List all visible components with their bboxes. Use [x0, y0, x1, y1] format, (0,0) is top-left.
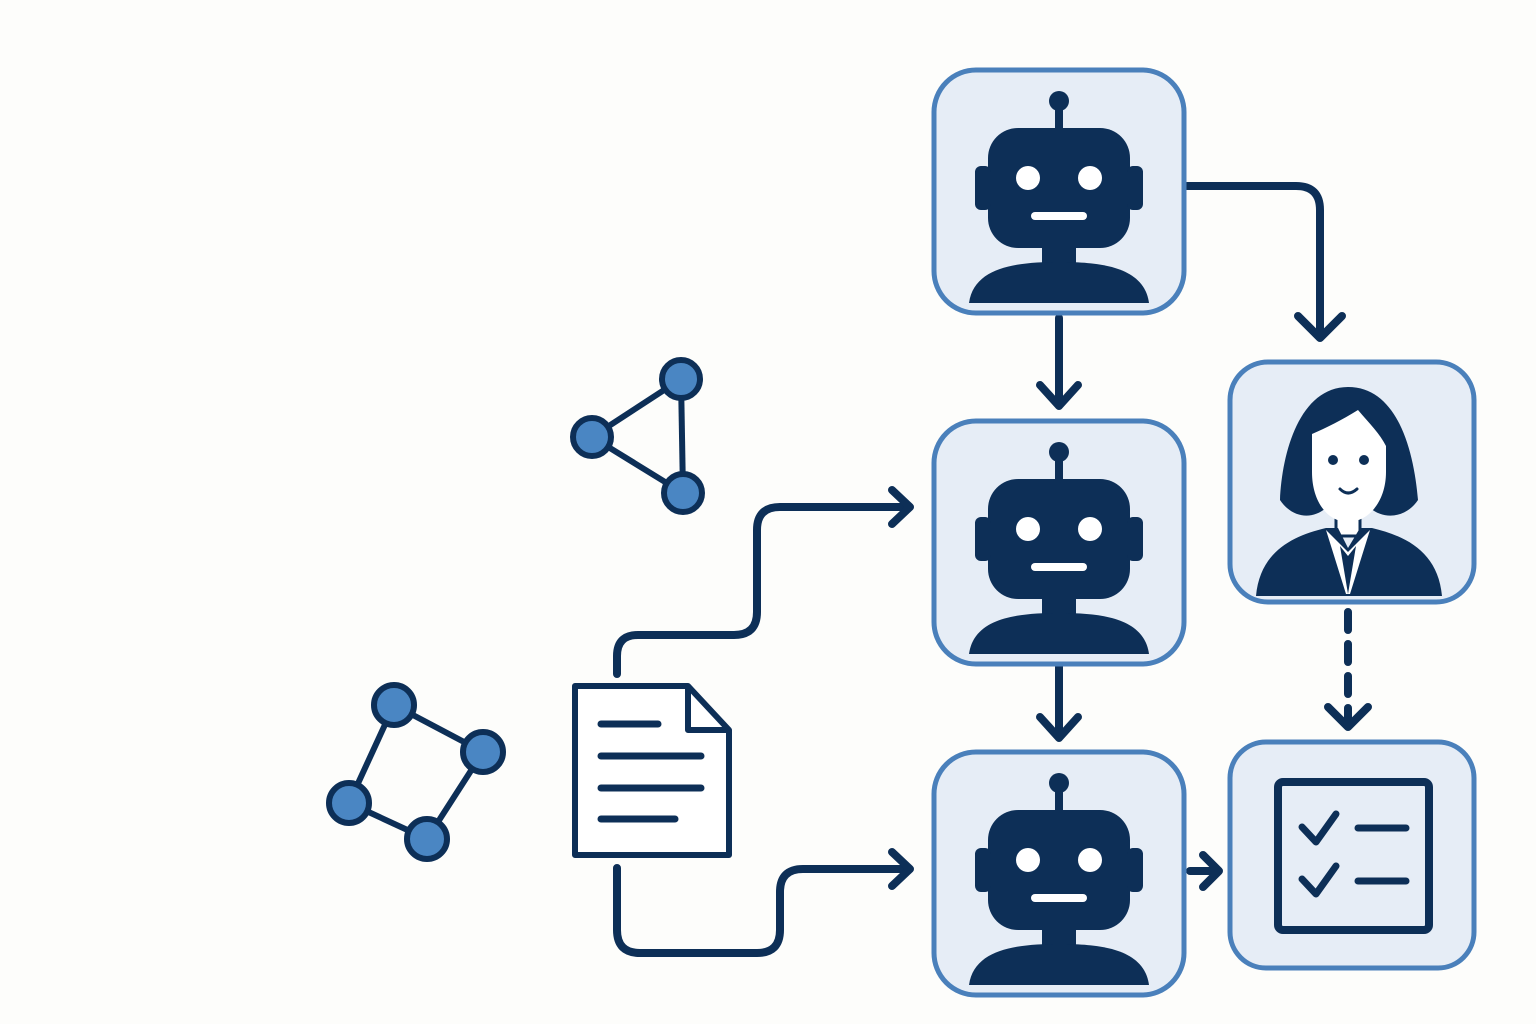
document-icon[interactable]	[572, 683, 732, 858]
edge-top-to-human	[1183, 182, 1324, 340]
graph-node	[404, 816, 450, 862]
network-graph-icon-large	[326, 682, 506, 862]
arrowhead-human-to-checklist	[1324, 703, 1372, 731]
arrowhead-bottom-to-checklist	[1199, 851, 1223, 891]
human-reviewer-card[interactable]	[1227, 359, 1477, 605]
checklist-icon	[1274, 778, 1433, 934]
arrowhead-document-to-middle	[888, 486, 914, 528]
agent-card-top[interactable]	[931, 67, 1187, 316]
checklist-output-card[interactable]	[1227, 739, 1477, 971]
connectors	[613, 182, 1372, 957]
edge-document-to-middle	[613, 503, 912, 678]
graph-node	[659, 357, 703, 401]
checkmark-icon	[1298, 810, 1340, 846]
network-graph-icon-small	[570, 357, 705, 515]
arrowhead-top-to-human	[1294, 312, 1346, 342]
graph-node	[326, 780, 372, 826]
graph-node	[570, 415, 614, 459]
arrowhead-top-to-middle	[1036, 381, 1082, 410]
agent-card-bottom[interactable]	[931, 749, 1187, 998]
graph-node	[460, 729, 506, 775]
person-icon	[1256, 387, 1442, 596]
checkmark-icon	[1298, 862, 1340, 898]
graph-node	[661, 471, 705, 515]
arrowhead-middle-to-bottom	[1036, 713, 1082, 742]
agent-card-middle[interactable]	[931, 418, 1187, 667]
edge-document-to-bottom	[613, 864, 912, 957]
arrowhead-document-to-bottom	[888, 848, 914, 890]
graph-node	[371, 682, 417, 728]
